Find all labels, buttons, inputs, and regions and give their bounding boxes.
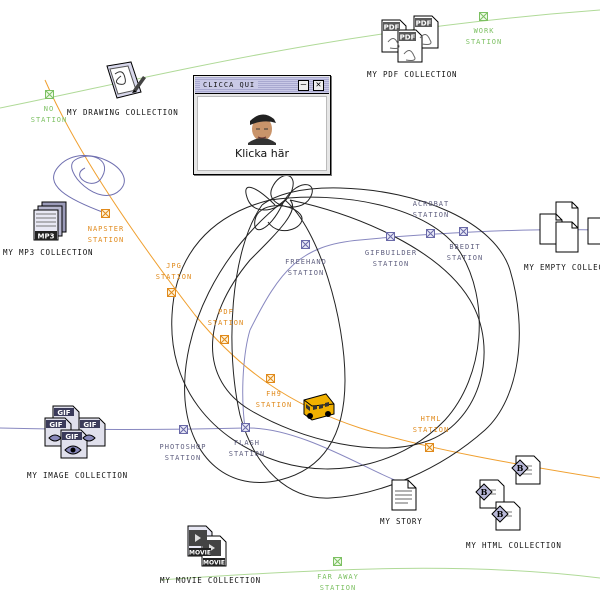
bbedit-html-icon: B B B: [475, 455, 541, 531]
image-collection[interactable]: GIF GIF GIF GIF: [43, 404, 111, 464]
no-station-label: NO STATION: [30, 105, 68, 124]
photoshop-station-label: PHOTOSHOP STATION: [159, 443, 207, 462]
blue-line-connector: [242, 329, 251, 429]
gif-badge-2: GIF: [49, 421, 62, 429]
mp3-collection-label[interactable]: MY MP3 COLLECTION: [3, 248, 94, 257]
drawing-tablet-icon: [106, 61, 146, 99]
pdf-badge-1: PDF: [384, 24, 400, 32]
empty-collection-label[interactable]: MY EMPTY COLLECTION: [524, 263, 600, 272]
pdf-collection[interactable]: PDF PDF PDF: [378, 14, 448, 70]
empty-collection[interactable]: [538, 200, 600, 254]
movie-collection-label[interactable]: MY MOVIE COLLECTION: [160, 576, 261, 585]
movie-badge-2: MOVIE: [203, 560, 225, 567]
napster-station-label: NAPSTER STATION: [87, 225, 125, 244]
story-label[interactable]: MY STORY: [380, 517, 423, 526]
acrobat-station-marker[interactable]: [426, 229, 435, 238]
blank-document-icon: [539, 201, 600, 253]
bbedit-station-label: BBEDIT STATION: [446, 243, 484, 262]
html-collection[interactable]: B B B: [472, 452, 552, 536]
text-document-icon: [391, 479, 417, 511]
drawing-collection[interactable]: [103, 60, 147, 104]
gif-badge-1: GIF: [57, 409, 70, 417]
far-away-station-label: FAR AWAY STATION: [317, 573, 359, 592]
gifbuilder-station-marker[interactable]: [386, 232, 395, 241]
acrobat-station-label: ACROBAT STATION: [412, 200, 450, 219]
flash-station-marker[interactable]: [241, 423, 250, 432]
work-station-marker[interactable]: [479, 12, 488, 21]
freehand-station-label: FREEHAND STATION: [285, 258, 327, 277]
far-away-station-marker[interactable]: [333, 557, 342, 566]
image-collection-label[interactable]: MY IMAGE COLLECTION: [27, 471, 128, 480]
clicca-qui-window[interactable]: CLICCA QUI – ✕ Klicka här: [193, 75, 331, 175]
pdf-station-label: PDF STATION: [207, 308, 245, 327]
html-station-label: HTML STATION: [412, 415, 450, 434]
html-badge-2: B: [481, 487, 488, 497]
gif-badge-3: GIF: [83, 421, 96, 429]
mp3-scribble: [53, 155, 125, 214]
pdf-badge-3: PDF: [400, 34, 416, 42]
mp3-collection[interactable]: MP3: [32, 200, 72, 246]
close-button[interactable]: ✕: [313, 80, 324, 91]
flash-station-label: FLASH STATION: [228, 439, 266, 458]
jpg-station-label: JPG STATION: [155, 262, 193, 281]
window-content[interactable]: Klicka här: [197, 96, 327, 171]
gif-badge-4: GIF: [65, 433, 78, 441]
pdf-station-marker[interactable]: [220, 335, 229, 344]
jpg-station-marker[interactable]: [167, 288, 176, 297]
html-station-marker[interactable]: [425, 443, 434, 452]
blue-line-top: [249, 229, 600, 331]
freehand-station-marker[interactable]: [301, 240, 310, 249]
orange-line: [44, 79, 600, 479]
green-line: [0, 9, 600, 109]
fh9-station-label: FH9 STATION: [255, 390, 293, 409]
drawing-collection-label[interactable]: MY DRAWING COLLECTION: [67, 108, 179, 117]
movie-file-icon: MOVIE MOVIE: [187, 525, 227, 567]
mp3-badge: MP3: [38, 233, 55, 241]
story-document[interactable]: [390, 478, 418, 512]
school-bus-icon: [303, 393, 335, 421]
window-titlebar[interactable]: CLICCA QUI – ✕: [195, 77, 329, 94]
pdf-badge-2: PDF: [416, 20, 432, 28]
bus-route-scribble: [171, 175, 520, 499]
gifbuilder-station-label: GIFBUILDER STATION: [364, 249, 418, 268]
work-station-label: WORK STATION: [465, 27, 503, 46]
no-station-marker[interactable]: [45, 90, 54, 99]
html-badge-1: B: [517, 463, 524, 473]
movie-collection[interactable]: MOVIE MOVIE: [186, 524, 232, 568]
green-line-south: [159, 567, 600, 581]
gif-image-icon: GIF GIF GIF GIF: [44, 405, 106, 459]
napster-station-marker[interactable]: [101, 209, 110, 218]
pdf-collection-label[interactable]: MY PDF COLLECTION: [367, 70, 458, 79]
html-collection-label[interactable]: MY HTML COLLECTION: [466, 541, 562, 550]
minimize-button[interactable]: –: [298, 80, 309, 91]
html-badge-3: B: [497, 509, 504, 519]
pdf-document-icon: PDF PDF PDF: [381, 15, 439, 63]
window-caption[interactable]: Klicka här: [234, 147, 290, 160]
mp3-file-icon: MP3: [33, 201, 67, 241]
photoshop-station-marker[interactable]: [179, 425, 188, 434]
bbedit-station-marker[interactable]: [459, 227, 468, 236]
school-bus[interactable]: [300, 392, 338, 422]
person-portrait-icon[interactable]: [244, 109, 280, 145]
fh9-station-marker[interactable]: [266, 374, 275, 383]
movie-badge-1: MOVIE: [189, 550, 211, 557]
window-title: CLICCA QUI: [200, 81, 259, 89]
